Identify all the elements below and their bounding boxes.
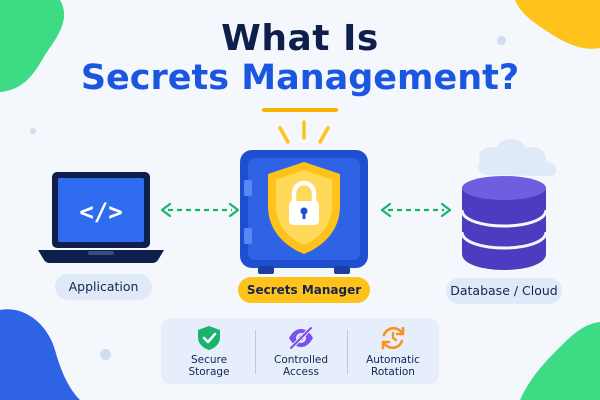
decorative-blob-top-left xyxy=(0,0,65,92)
decorative-dot xyxy=(30,128,36,134)
title-underline xyxy=(262,108,338,112)
shield-check-icon xyxy=(198,326,220,350)
cloud-icon xyxy=(478,139,557,176)
application-label: Application xyxy=(55,274,152,300)
decorative-blob-bottom-left xyxy=(0,309,80,400)
features-panel: Secure Storage Controlled Access Automat… xyxy=(161,318,439,384)
feature-controlled-access: Controlled Access xyxy=(255,318,347,384)
bidirectional-arrow-right xyxy=(380,202,452,218)
database-cloud-icon xyxy=(460,139,557,270)
page-title-line-1: What Is xyxy=(221,18,379,59)
divider xyxy=(347,330,348,374)
rotate-clock-icon xyxy=(381,326,405,350)
feature-label: Secure Storage xyxy=(188,354,230,378)
feature-label: Controlled Access xyxy=(274,354,328,378)
divider xyxy=(255,330,256,374)
decorative-dot xyxy=(100,349,111,360)
page-title-line-2: Secrets Management? xyxy=(80,58,520,98)
feature-label: Automatic Rotation xyxy=(366,354,420,378)
safe-vault-icon xyxy=(240,120,368,274)
code-brackets-glyph: </> xyxy=(79,198,122,226)
decorative-dot xyxy=(497,36,506,45)
bidirectional-arrow-left xyxy=(160,202,240,218)
laptop-icon: </> xyxy=(38,172,164,263)
eye-off-icon xyxy=(289,326,313,350)
feature-automatic-rotation: Automatic Rotation xyxy=(347,318,439,384)
secrets-manager-label: Secrets Manager xyxy=(238,277,370,303)
decorative-blob-top-right xyxy=(515,0,600,49)
decorative-blob-bottom-right xyxy=(520,322,600,400)
feature-secure-storage: Secure Storage xyxy=(163,318,255,384)
database-cloud-label: Database / Cloud xyxy=(446,278,562,304)
